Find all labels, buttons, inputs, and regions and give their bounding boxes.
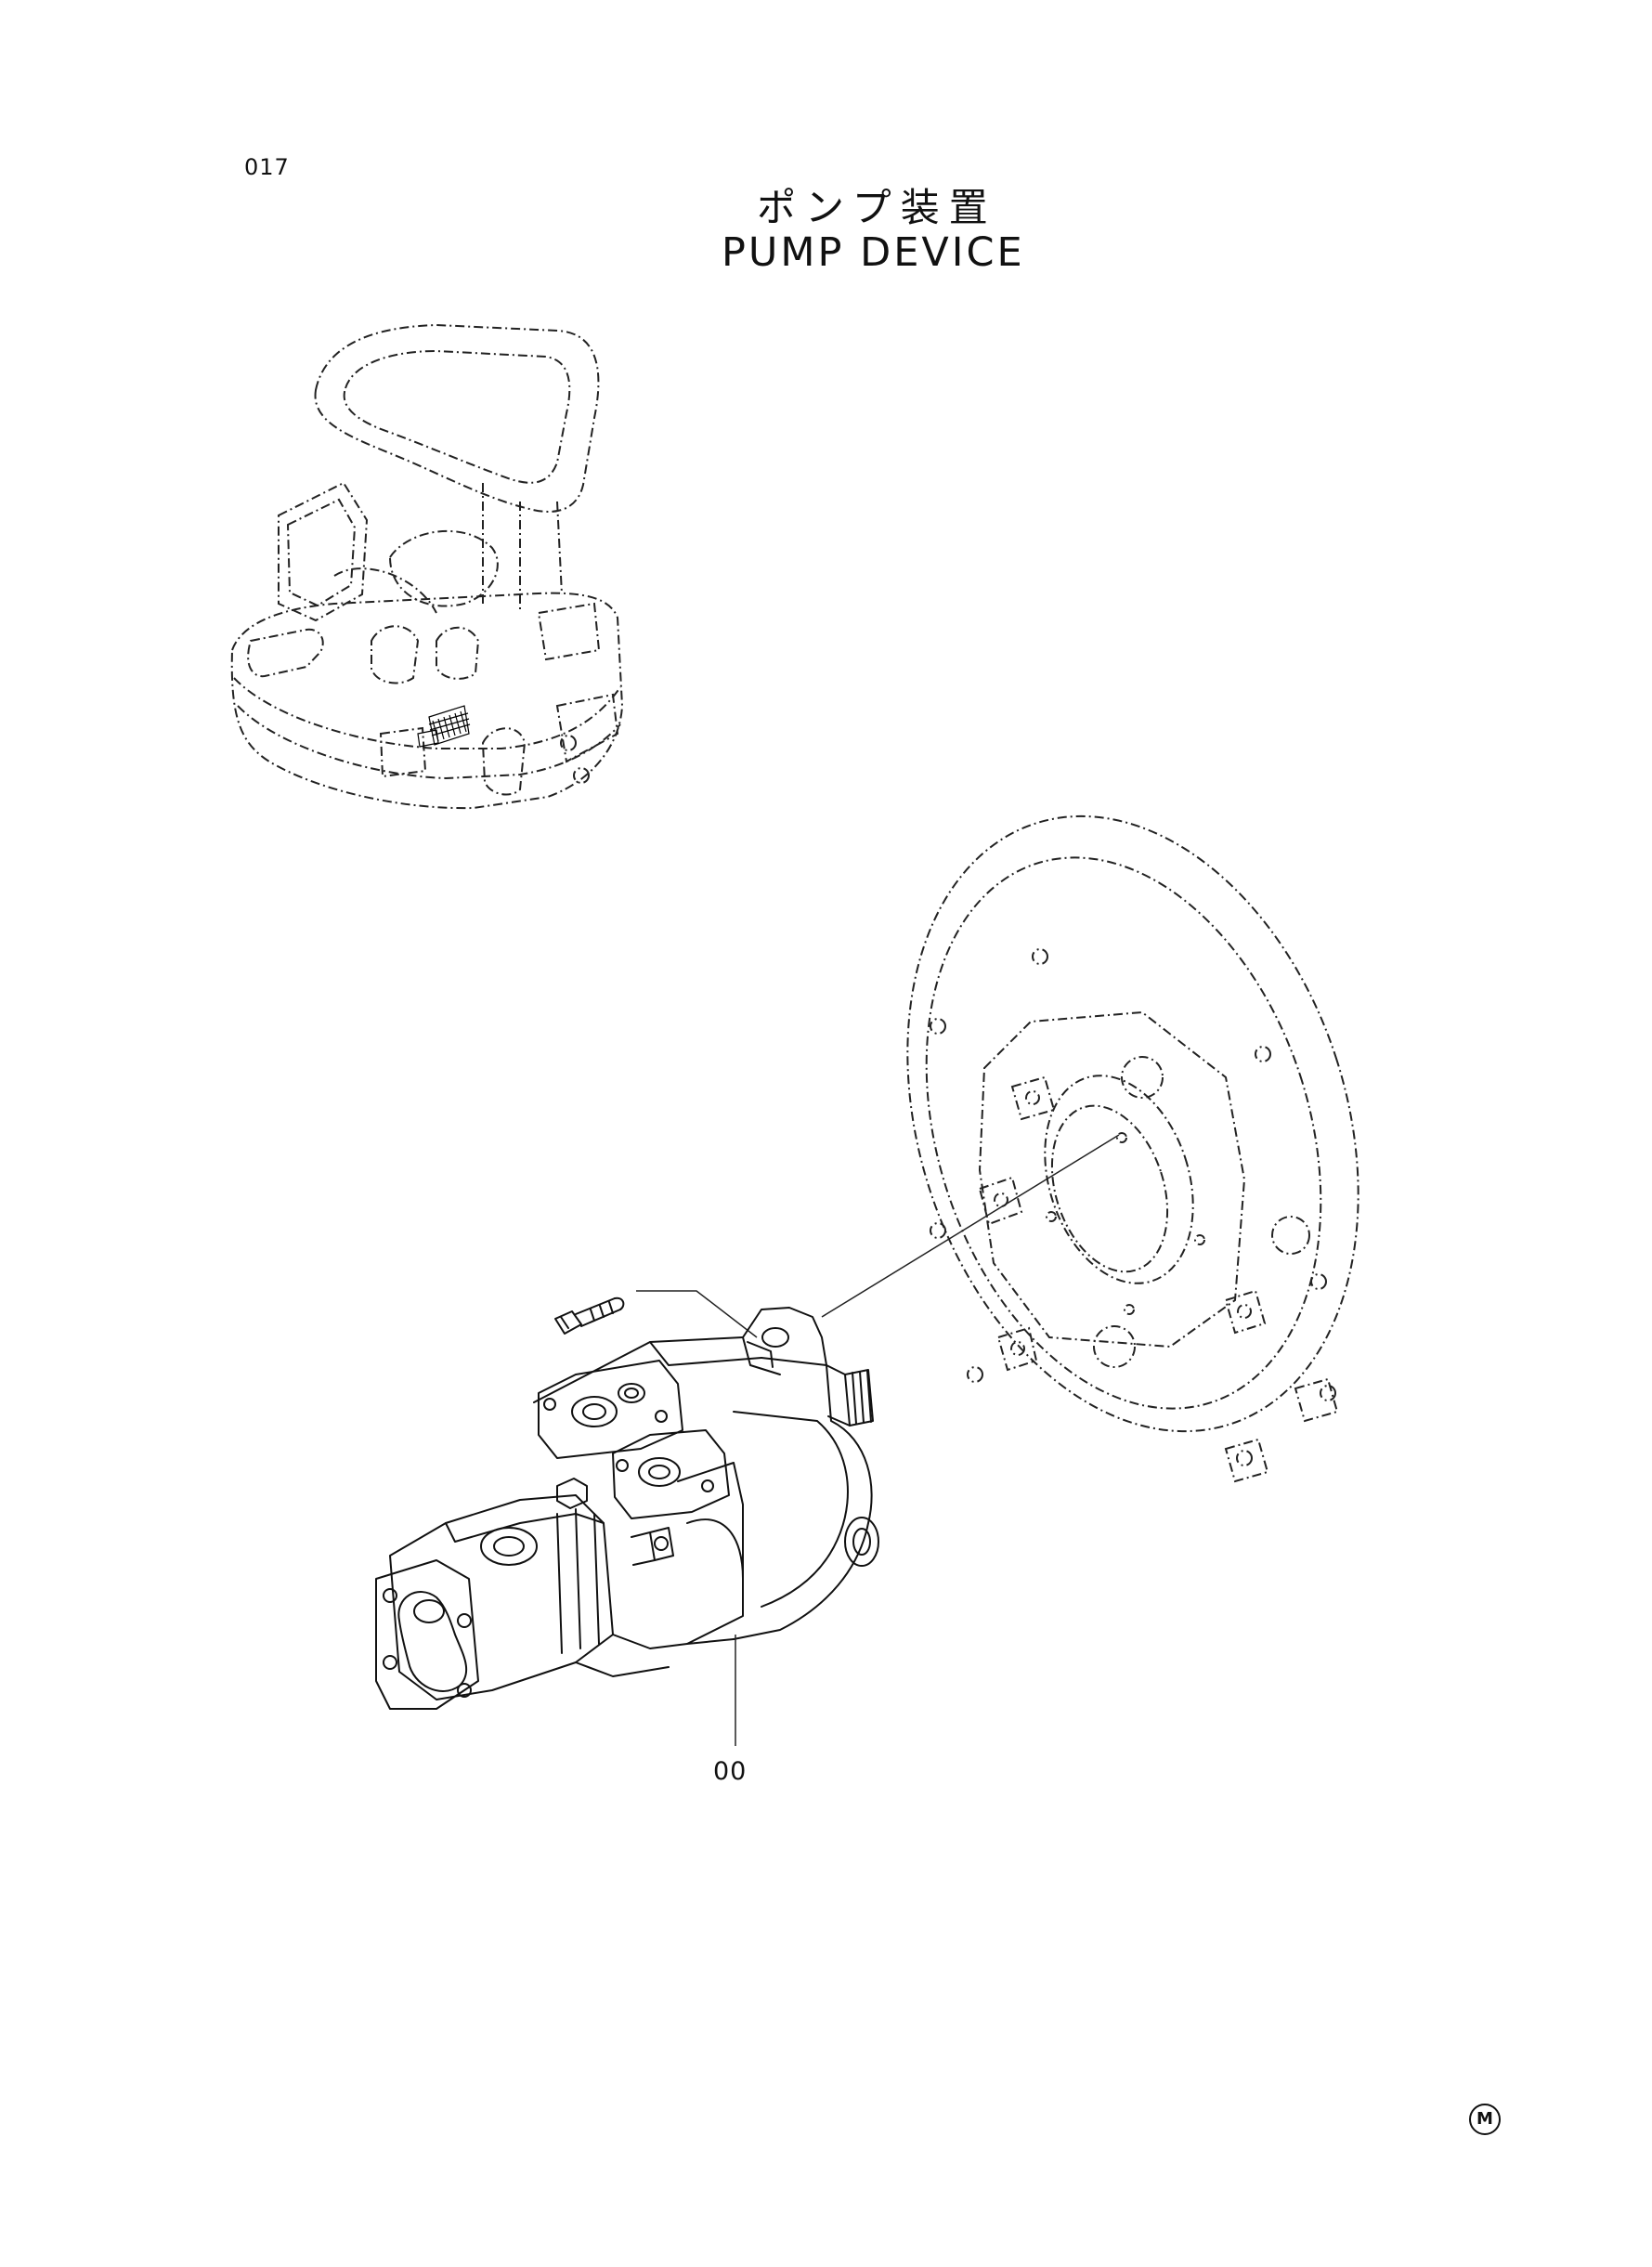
- pump-assembly-icon: [375, 1307, 879, 1746]
- bolt-icon: [554, 1290, 758, 1338]
- mounting-axis-line: [821, 1134, 1120, 1318]
- page-title-english: PUMP DEVICE: [722, 229, 1025, 276]
- flywheel-housing-icon: [906, 814, 1359, 1483]
- part-callout-label: 00: [713, 1757, 748, 1786]
- circled-m-label: M: [1476, 2109, 1493, 2129]
- page-number: 017: [244, 154, 290, 180]
- page-title-japanese: ポンプ装置: [757, 185, 997, 230]
- excavator-locator-icon: [230, 323, 624, 810]
- circled-m-icon: M: [1469, 2104, 1501, 2135]
